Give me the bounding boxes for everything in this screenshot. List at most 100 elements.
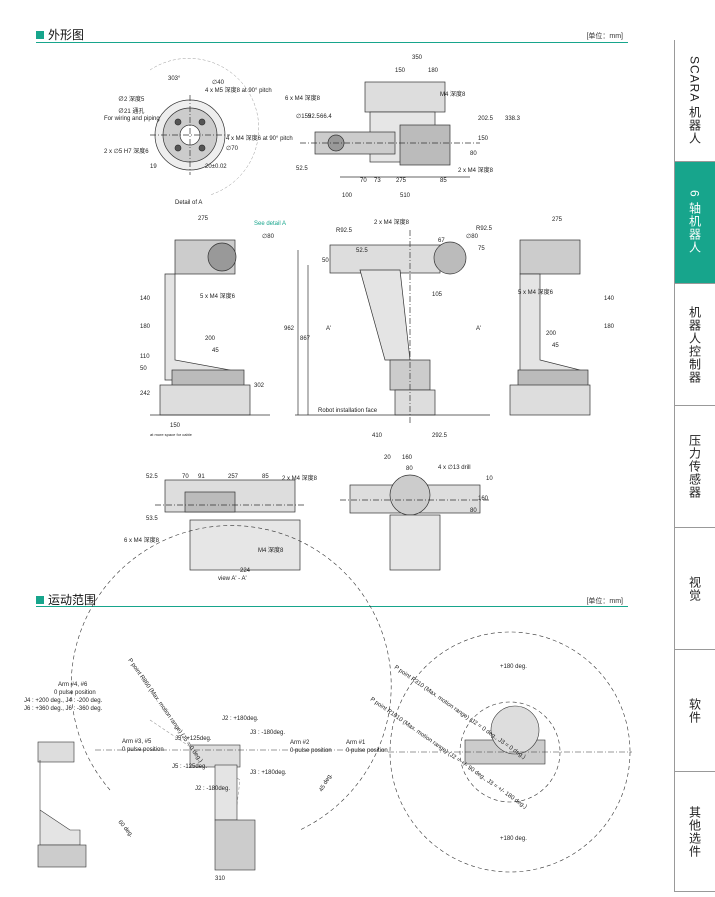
tab-label: 视觉 — [687, 575, 702, 602]
side-range-drawing — [37, 525, 392, 871]
range-label: J6 : +360 deg., J6 : -360 deg. — [24, 706, 103, 712]
range-label: Arm #1 — [346, 740, 366, 746]
dim-label: 50 — [322, 258, 329, 264]
range-label: +180 deg. — [500, 836, 527, 842]
dim-label: 242 — [140, 391, 151, 397]
dim-label: 150 — [478, 136, 489, 142]
dim-label: 160 — [478, 496, 489, 502]
view-aa-drawing — [155, 479, 305, 571]
dim-label: 67 — [438, 238, 445, 244]
dim-label: ∅21 通孔 — [118, 107, 144, 115]
tab-label: 压力传感器 — [687, 434, 702, 499]
dim-label: 6 x M4 深度8 — [285, 94, 321, 102]
top-range-drawing — [388, 631, 632, 873]
dim-label: A' — [476, 326, 481, 332]
dim-label: 91 — [198, 474, 205, 480]
dim-label: M4 深度8 — [258, 546, 284, 554]
dim-label: 45 — [552, 343, 559, 349]
dim-label: 20 — [384, 455, 391, 461]
caption: view A' - A' — [218, 576, 247, 582]
dim-label: 50 — [140, 366, 147, 372]
dim-label: 224 — [240, 568, 251, 574]
dim-label: A' — [326, 326, 331, 332]
dim-label: 4 x M5 深度8 at 90° pitch — [205, 86, 272, 94]
dim-label: 180 — [140, 324, 151, 330]
range-unit: [单位：mm] — [586, 598, 623, 605]
right-view-drawing — [509, 239, 591, 416]
range-label: P point R860 (Max. motion range) (J5 = 0… — [126, 658, 203, 764]
tab-controller[interactable]: 机器人控制器 — [675, 284, 715, 406]
dim-label: 410 — [372, 433, 383, 439]
dim-label: 962 — [284, 326, 295, 332]
dim-label: Robot installation face — [318, 408, 378, 414]
range-label: P point R310 (Max. motion range) (J2 = 0… — [393, 665, 526, 761]
range-label: J5 : +125deg. — [175, 736, 212, 742]
dim-label: 100 — [342, 193, 353, 199]
dim-label: 19 — [150, 164, 157, 170]
section-marker-icon — [36, 30, 44, 39]
outline-section-title: 外形图 — [36, 26, 84, 43]
dim-label: ∅80 — [466, 233, 479, 240]
dim-label: 202.5 — [478, 116, 494, 122]
category-tabs: SCARA 机器人 6 轴机器人 机器人控制器 压力传感器 视觉 软件 其他选件 — [674, 40, 715, 892]
dim-label: 75 — [478, 246, 485, 252]
dim-label: 200 — [546, 331, 557, 337]
dim-label: 200 — [205, 336, 216, 342]
range-label: 310 — [215, 876, 226, 882]
tab-label: 其他选件 — [687, 805, 702, 858]
tab-force-sensor[interactable]: 压力传感器 — [675, 406, 715, 528]
dim-label: 4 x M4 深度6 at 90° pitch — [226, 134, 293, 142]
tab-scara[interactable]: SCARA 机器人 — [675, 40, 715, 162]
dim-label: 73 — [374, 178, 381, 184]
dim-label: ∅40 — [212, 79, 225, 86]
bottom-view-drawing — [340, 474, 490, 571]
range-label: 60 deg. — [116, 819, 134, 838]
tab-label: SCARA 机器人 — [687, 55, 702, 145]
dim-label: 275 — [198, 216, 209, 222]
dim-label: 302 — [254, 383, 265, 389]
outline-title-text: 外形图 — [48, 28, 85, 42]
range-label: 0 pulse position — [54, 690, 96, 696]
dim-label: 5 x M4 深度6 — [200, 292, 236, 300]
dim-label: 92.5 — [308, 114, 320, 120]
tab-options[interactable]: 其他选件 — [675, 772, 715, 892]
dim-label: 303° — [168, 76, 181, 82]
caption: Detail of A — [175, 200, 202, 206]
dim-label: 150 — [170, 423, 181, 429]
dim-label: 10 — [486, 476, 493, 482]
dim-label: 110 — [140, 354, 150, 360]
range-label: Arm #2 — [290, 740, 310, 746]
tab-software[interactable]: 软件 — [675, 650, 715, 772]
range-label: J2 : -180deg. — [195, 786, 230, 792]
range-label: Arm #3, #5 — [122, 739, 152, 745]
dim-label: 80 — [470, 151, 477, 157]
dim-label: 5 x M4 深度6 — [518, 288, 554, 296]
front-view-drawing — [295, 230, 490, 425]
dim-label: 150 — [395, 68, 406, 74]
dim-label: 45 — [212, 348, 219, 354]
range-label: J3 : -180deg. — [250, 730, 285, 736]
range-label: J3 : +180deg. — [250, 770, 287, 776]
dim-label: 510 — [400, 193, 411, 199]
dim-label: 105 — [432, 292, 443, 298]
dim-label: R92.5 — [476, 226, 493, 232]
dim-label: 140 — [140, 296, 151, 302]
section-divider — [36, 42, 628, 43]
dim-label: 85 — [440, 178, 447, 184]
side-view-drawing — [150, 239, 270, 416]
dim-label: 80 — [406, 466, 413, 472]
range-label: +180 deg. — [500, 664, 527, 670]
dim-label: 867 — [300, 336, 311, 342]
dim-label: 140 — [604, 296, 615, 302]
detail-a-drawing — [149, 58, 259, 196]
dim-label: 292.5 — [432, 433, 448, 439]
dim-label: 275 — [552, 217, 563, 223]
tab-label: 机器人控制器 — [687, 305, 702, 384]
dim-label: 70 — [182, 474, 189, 480]
dim-label: 4 x ∅13 drill — [438, 464, 471, 471]
tab-vision[interactable]: 视觉 — [675, 528, 715, 650]
dim-label: 70 — [360, 178, 367, 184]
top-view-drawing — [300, 81, 480, 178]
tab-6axis[interactable]: 6 轴机器人 — [675, 162, 715, 284]
